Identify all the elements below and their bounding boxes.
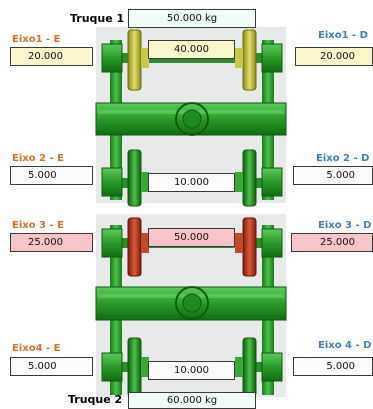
eixo3-right-value: 25.000 bbox=[291, 233, 373, 252]
truque-1-label: Truque 1 bbox=[70, 12, 125, 25]
eixo3-left-label: Eixo 3 - E bbox=[12, 220, 64, 231]
truque-1-weight: 50.000 kg bbox=[128, 9, 256, 28]
eixo4-right-value: 5.000 bbox=[293, 357, 373, 376]
eixo2-right-value: 5.000 bbox=[293, 166, 373, 185]
eixo3-left-value: 25.000 bbox=[10, 233, 93, 252]
eixo1-total: 40.000 bbox=[148, 40, 235, 59]
eixo2-right-label: Eixo 2 - D bbox=[316, 153, 370, 164]
eixo4-left-value: 5.000 bbox=[10, 357, 93, 376]
truque-2-weight: 60.000 kg bbox=[128, 392, 256, 409]
eixo1-right-value: 20.000 bbox=[295, 47, 373, 66]
eixo2-left-value: 5.000 bbox=[10, 166, 93, 185]
eixo4-left-label: Eixo4 - E bbox=[12, 343, 61, 354]
eixo1-left-label: Eixo1 - E bbox=[12, 34, 61, 45]
eixo2-left-label: Eixo 2 - E bbox=[12, 153, 64, 164]
eixo1-right-label: Eixo1 - D bbox=[318, 30, 368, 41]
eixo4-right-label: Eixo 4 - D bbox=[318, 340, 372, 351]
eixo3-total: 50.000 bbox=[148, 228, 235, 247]
eixo3-right-label: Eixo 3 - D bbox=[318, 220, 372, 231]
eixo2-total: 10.000 bbox=[148, 173, 235, 192]
eixo4-total: 10.000 bbox=[148, 361, 235, 380]
truque-2-label: Truque 2 bbox=[68, 393, 123, 406]
eixo1-left-value: 20.000 bbox=[10, 47, 93, 66]
